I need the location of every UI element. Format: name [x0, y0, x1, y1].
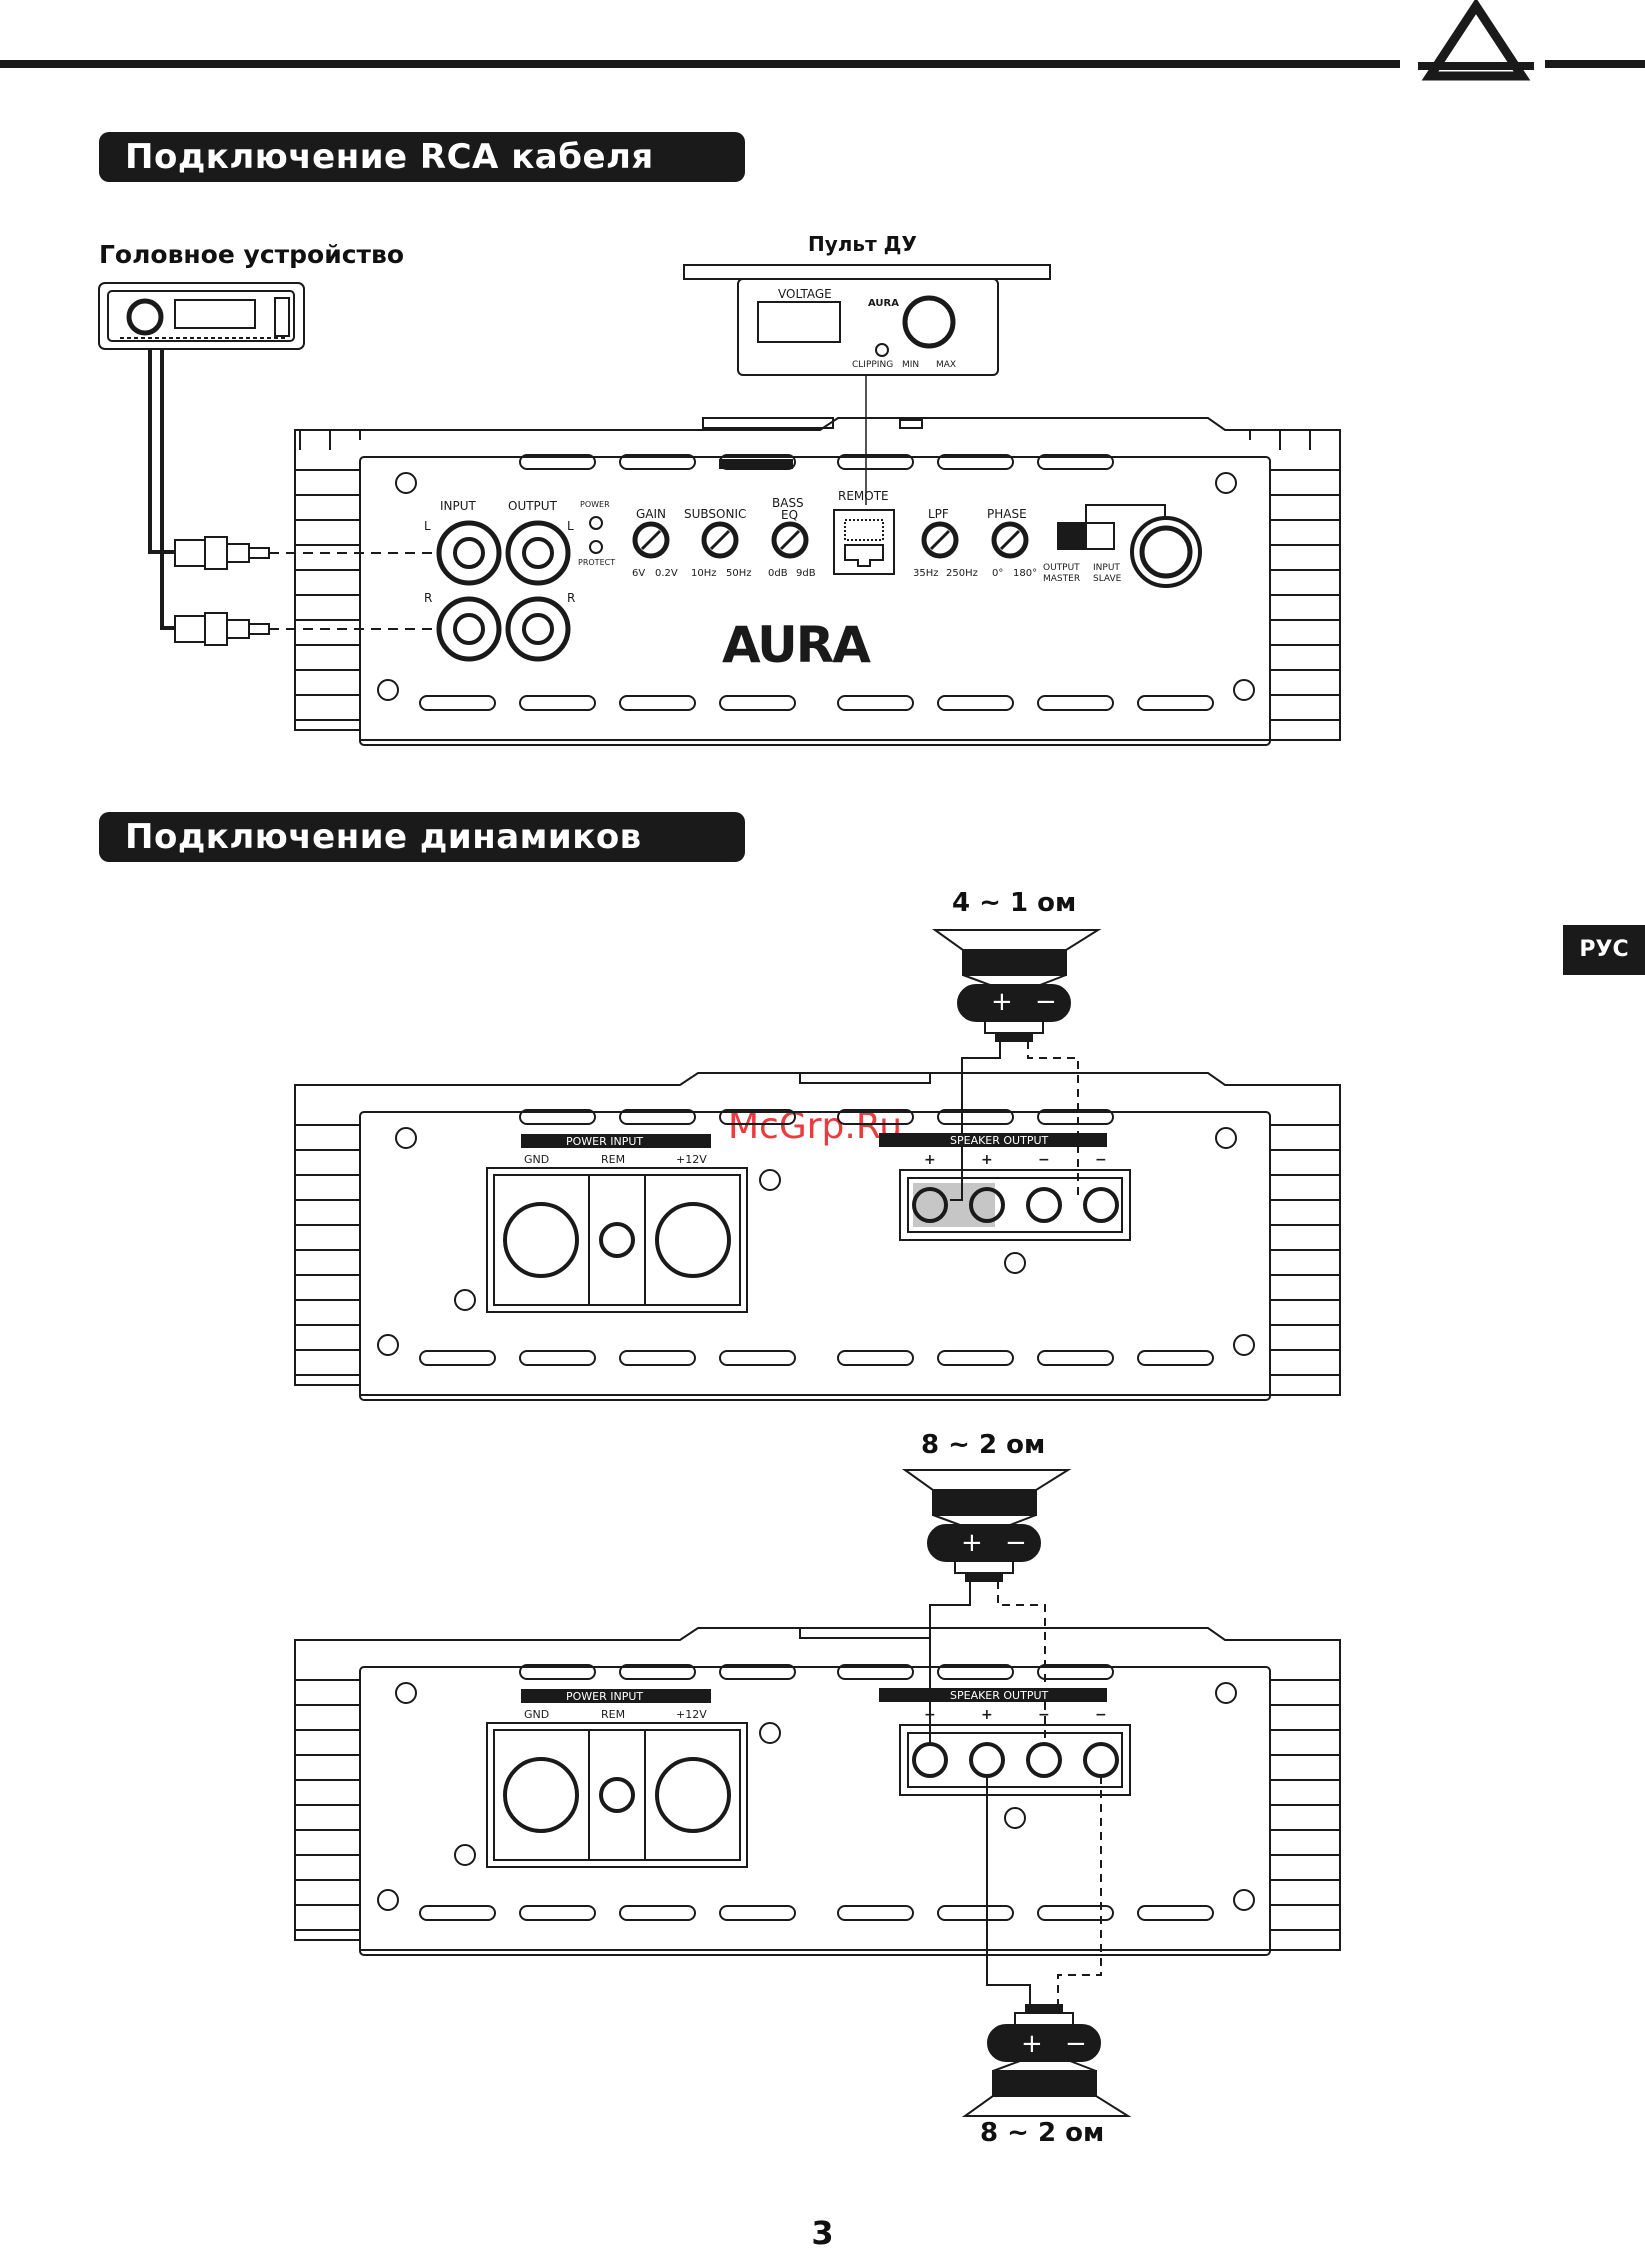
rear2-12v-label: +12V [676, 1708, 707, 1721]
amplifier-front-icon [294, 417, 1341, 746]
remote-brand-label: AURA [868, 298, 899, 309]
speaker-2-minus-label: − [1005, 1528, 1027, 1558]
rear2-terminal-3-sign: − [1038, 1707, 1050, 1723]
amp-phase-min-label: 0° [992, 568, 1003, 579]
section-title-rca: Подключение RCA кабеля [99, 132, 745, 182]
amp-gain-label: GAIN [636, 507, 666, 521]
rear1-terminal-1-sign: + [924, 1152, 936, 1168]
amp-output-master-label-2: MASTER [1043, 574, 1080, 584]
rear1-terminal-2-sign: + [981, 1152, 993, 1168]
rear2-power-input-label: POWER INPUT [566, 1690, 643, 1703]
rear2-terminal-2-sign: + [981, 1707, 993, 1723]
speaker-3-impedance: 8 ~ 2 ом [980, 2118, 1105, 2148]
speaker-3-plus-label: + [1021, 2029, 1043, 2059]
amp-bass-min-label: 0dB [768, 568, 788, 579]
rear2-speaker-output-label: SPEAKER OUTPUT [950, 1689, 1049, 1702]
head-unit-icon [98, 282, 305, 350]
rear2-terminal-1-sign: − [924, 1707, 936, 1723]
amp-left-input-label: L [424, 519, 431, 533]
rear1-speaker-output-label: SPEAKER OUTPUT [950, 1134, 1049, 1147]
section-title-speakers: Подключение динамиков [99, 812, 745, 862]
rear2-terminal-4-sign: − [1095, 1707, 1107, 1723]
amp-bass-max-label: 9dB [796, 568, 816, 579]
rear1-rem-label: REM [601, 1153, 625, 1166]
amp-lpf-label: LPF [928, 507, 949, 521]
amp-lpf-max-label: 250Hz [946, 568, 978, 579]
speaker-1-icon [931, 929, 1102, 1042]
amp-phase-max-label: 180° [1013, 568, 1037, 579]
amp-subsonic-label: SUBSONIC [684, 507, 746, 521]
amp-input-slave-label-1: INPUT [1093, 563, 1120, 573]
rca-plug-bottom-icon [174, 612, 270, 646]
remote-clipping-label: CLIPPING [852, 360, 893, 370]
amp-right-output-label: R [567, 591, 575, 605]
amp-remote-port-label: REMOTE [838, 489, 889, 503]
page-number: 3 [811, 2214, 834, 2252]
rear1-gnd-label: GND [524, 1153, 549, 1166]
amp-gain-min-label: 6V [632, 568, 645, 579]
amp-lpf-min-label: 35Hz [913, 568, 939, 579]
rear1-12v-label: +12V [676, 1153, 707, 1166]
amp-subsonic-min-label: 10Hz [691, 568, 717, 579]
speaker-2-icon [901, 1469, 1072, 1582]
speaker-1-plus-label: + [991, 987, 1013, 1017]
brand-triangle-icon [1418, 0, 1534, 81]
amp-gain-max-label: 0.2V [655, 568, 678, 579]
language-tab[interactable]: РУС [1563, 925, 1645, 975]
amp-right-input-label: R [424, 591, 432, 605]
head-unit-label: Головное устройство [99, 240, 405, 269]
remote-voltage-label: VOLTAGE [778, 287, 832, 301]
rear1-terminal-3-sign: − [1038, 1152, 1050, 1168]
header-rule [0, 0, 1645, 81]
amp-protect-led-label: PROTECT [578, 558, 615, 567]
amp-power-led-label: POWER [580, 500, 610, 509]
rca-plug-top-icon [174, 536, 270, 570]
amplifier-rear-1-icon [294, 1072, 1341, 1401]
speaker-3-icon [961, 2004, 1132, 2117]
amp-subsonic-max-label: 50Hz [726, 568, 752, 579]
speaker-1-minus-label: − [1035, 987, 1057, 1017]
amp-left-output-label: L [567, 519, 574, 533]
speaker-3-minus-label: − [1065, 2029, 1087, 2059]
rca-diagram: VOLTAGE AURA CLIPPING MIN MAX [98, 264, 1341, 746]
amp-output-label: OUTPUT [508, 499, 558, 513]
rear1-terminal-4-sign: − [1095, 1152, 1107, 1168]
amp-output-master-label-1: OUTPUT [1043, 563, 1080, 573]
remote-min-label: MIN [902, 360, 919, 370]
rear2-gnd-label: GND [524, 1708, 549, 1721]
rear1-power-input-label: POWER INPUT [566, 1135, 643, 1148]
speaker-2-impedance: 8 ~ 2 ом [921, 1430, 1046, 1460]
amp-phase-label: PHASE [987, 507, 1027, 521]
amplifier-rear-2-icon [294, 1627, 1341, 1956]
amp-bass-label: BASS [772, 496, 804, 510]
speaker-diagram-1: + − POWER INPUT GND REM +12V SPEAKER OUT… [294, 929, 1341, 1401]
remote-control-icon: VOLTAGE AURA CLIPPING MIN MAX [683, 264, 1051, 376]
speaker-1-impedance: 4 ~ 1 ом [952, 888, 1077, 918]
speaker-diagram-2: + − + − POWER INPUT GND REM +12V SPEAKER… [294, 1469, 1341, 2117]
amp-logo: AURA [722, 616, 871, 674]
remote-max-label: MAX [936, 360, 956, 370]
amp-input-slave-label-2: SLAVE [1093, 574, 1122, 584]
amp-input-label: INPUT [440, 499, 477, 513]
rear2-rem-label: REM [601, 1708, 625, 1721]
remote-label: Пульт ДУ [808, 232, 917, 256]
amp-eq-label: EQ [781, 508, 798, 522]
speaker-2-plus-label: + [961, 1528, 983, 1558]
